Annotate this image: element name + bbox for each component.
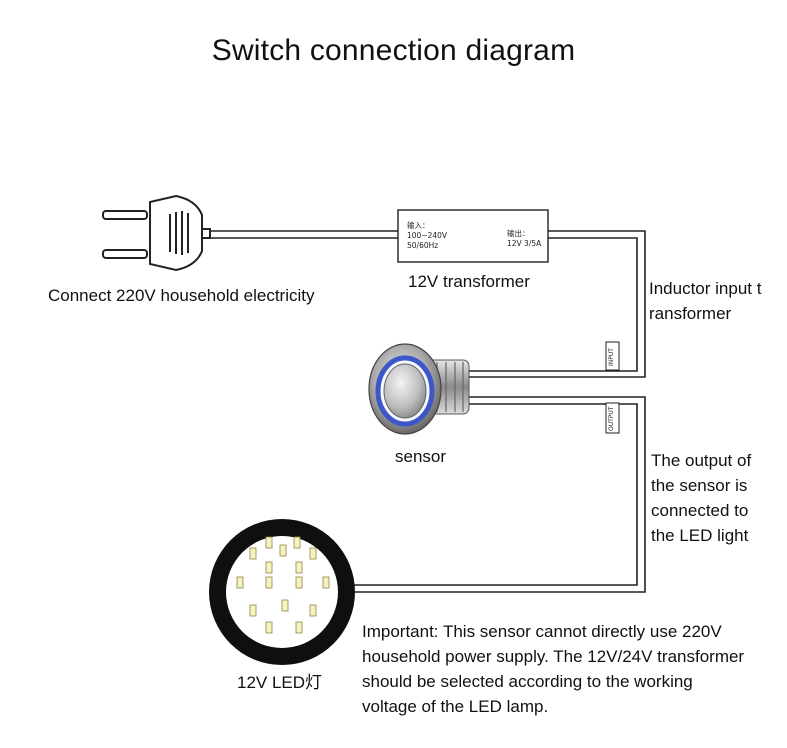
- output-note-line-4: the LED light: [651, 526, 749, 545]
- page-title: Switch connection diagram: [211, 34, 576, 67]
- important-note-line-4: voltage of the LED lamp.: [362, 697, 549, 716]
- sensor-label: sensor: [395, 447, 447, 466]
- input-wire-tag: [605, 341, 620, 371]
- plug-label: Connect 220V household electricity: [48, 286, 315, 305]
- led-lamp-icon: [209, 519, 355, 665]
- sensor-switch-icon: [368, 343, 470, 435]
- output-note-line-3: connected to: [651, 501, 749, 520]
- inductor-label-line-2: ransformer: [649, 304, 732, 323]
- plug-icon: [102, 194, 211, 272]
- important-note-line-2: household power supply. The 12V/24V tran…: [362, 647, 745, 666]
- transformer-label: 12V transformer: [408, 272, 530, 291]
- led-label: 12V LED灯: [237, 673, 323, 692]
- output-tag-label: OUTPUT: [608, 406, 615, 431]
- input-tag-label: INPUT: [608, 348, 615, 366]
- transformer-input-voltage: 100~240V: [407, 231, 448, 240]
- transformer-output-title: 输出：: [507, 228, 530, 238]
- transformer-box: [397, 209, 549, 263]
- mains-wire: [210, 230, 398, 239]
- sensor-output-wire: [350, 396, 646, 593]
- transformer-output-wire: [469, 230, 646, 378]
- important-note-line-3: should be selected according to the work…: [362, 672, 693, 691]
- output-note-line-2: the sensor is: [651, 476, 748, 495]
- transformer-input-title: 输入：: [407, 220, 430, 230]
- output-note-line-1: The output of: [651, 451, 752, 470]
- important-note-line-1: Important: This sensor cannot directly u…: [362, 622, 722, 641]
- output-wire-tag: [605, 402, 620, 434]
- inductor-label-line-1: Inductor input t: [649, 279, 762, 298]
- transformer-input-frequency: 50/60Hz: [407, 241, 438, 250]
- transformer-output-value: 12V 3/5A: [507, 239, 542, 248]
